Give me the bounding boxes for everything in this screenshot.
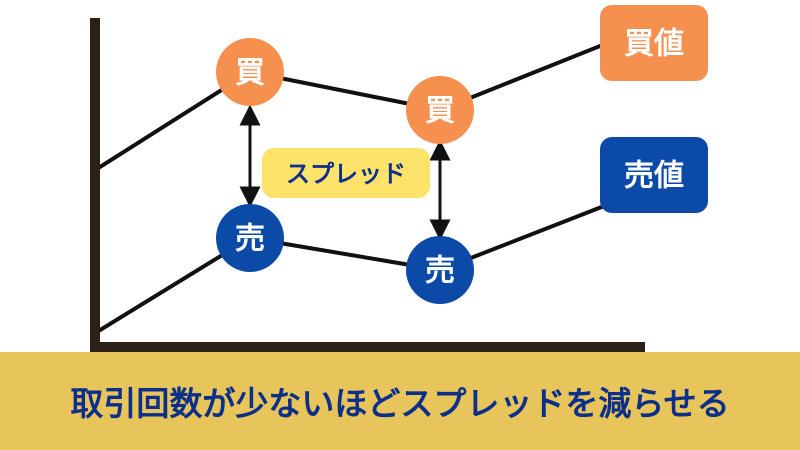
buy-marker: [216, 38, 284, 106]
sell-marker: [216, 204, 284, 272]
buy-marker-label: 買: [235, 56, 265, 91]
buy-price-label: 買値: [624, 27, 684, 62]
sell-marker-label: 売: [235, 222, 265, 257]
caption-banner: 取引回数が少ないほどスプレッドを減らせる: [0, 352, 800, 450]
buy-marker-label: 買: [425, 94, 455, 129]
sell-price-line: [90, 190, 641, 337]
spread-box: [262, 148, 430, 198]
sell-price-box: [600, 137, 708, 213]
buy-marker: [406, 76, 474, 144]
sell-marker-label: 売: [425, 254, 455, 289]
sell-price-label: 売値: [624, 159, 684, 194]
spread-label: スプレッド: [286, 160, 406, 188]
sell-marker: [406, 236, 474, 304]
buy-price-box: [600, 5, 708, 81]
caption-text: 取引回数が少ないほどスプレッドを減らせる: [70, 384, 730, 423]
buy-price-line: [90, 28, 641, 174]
